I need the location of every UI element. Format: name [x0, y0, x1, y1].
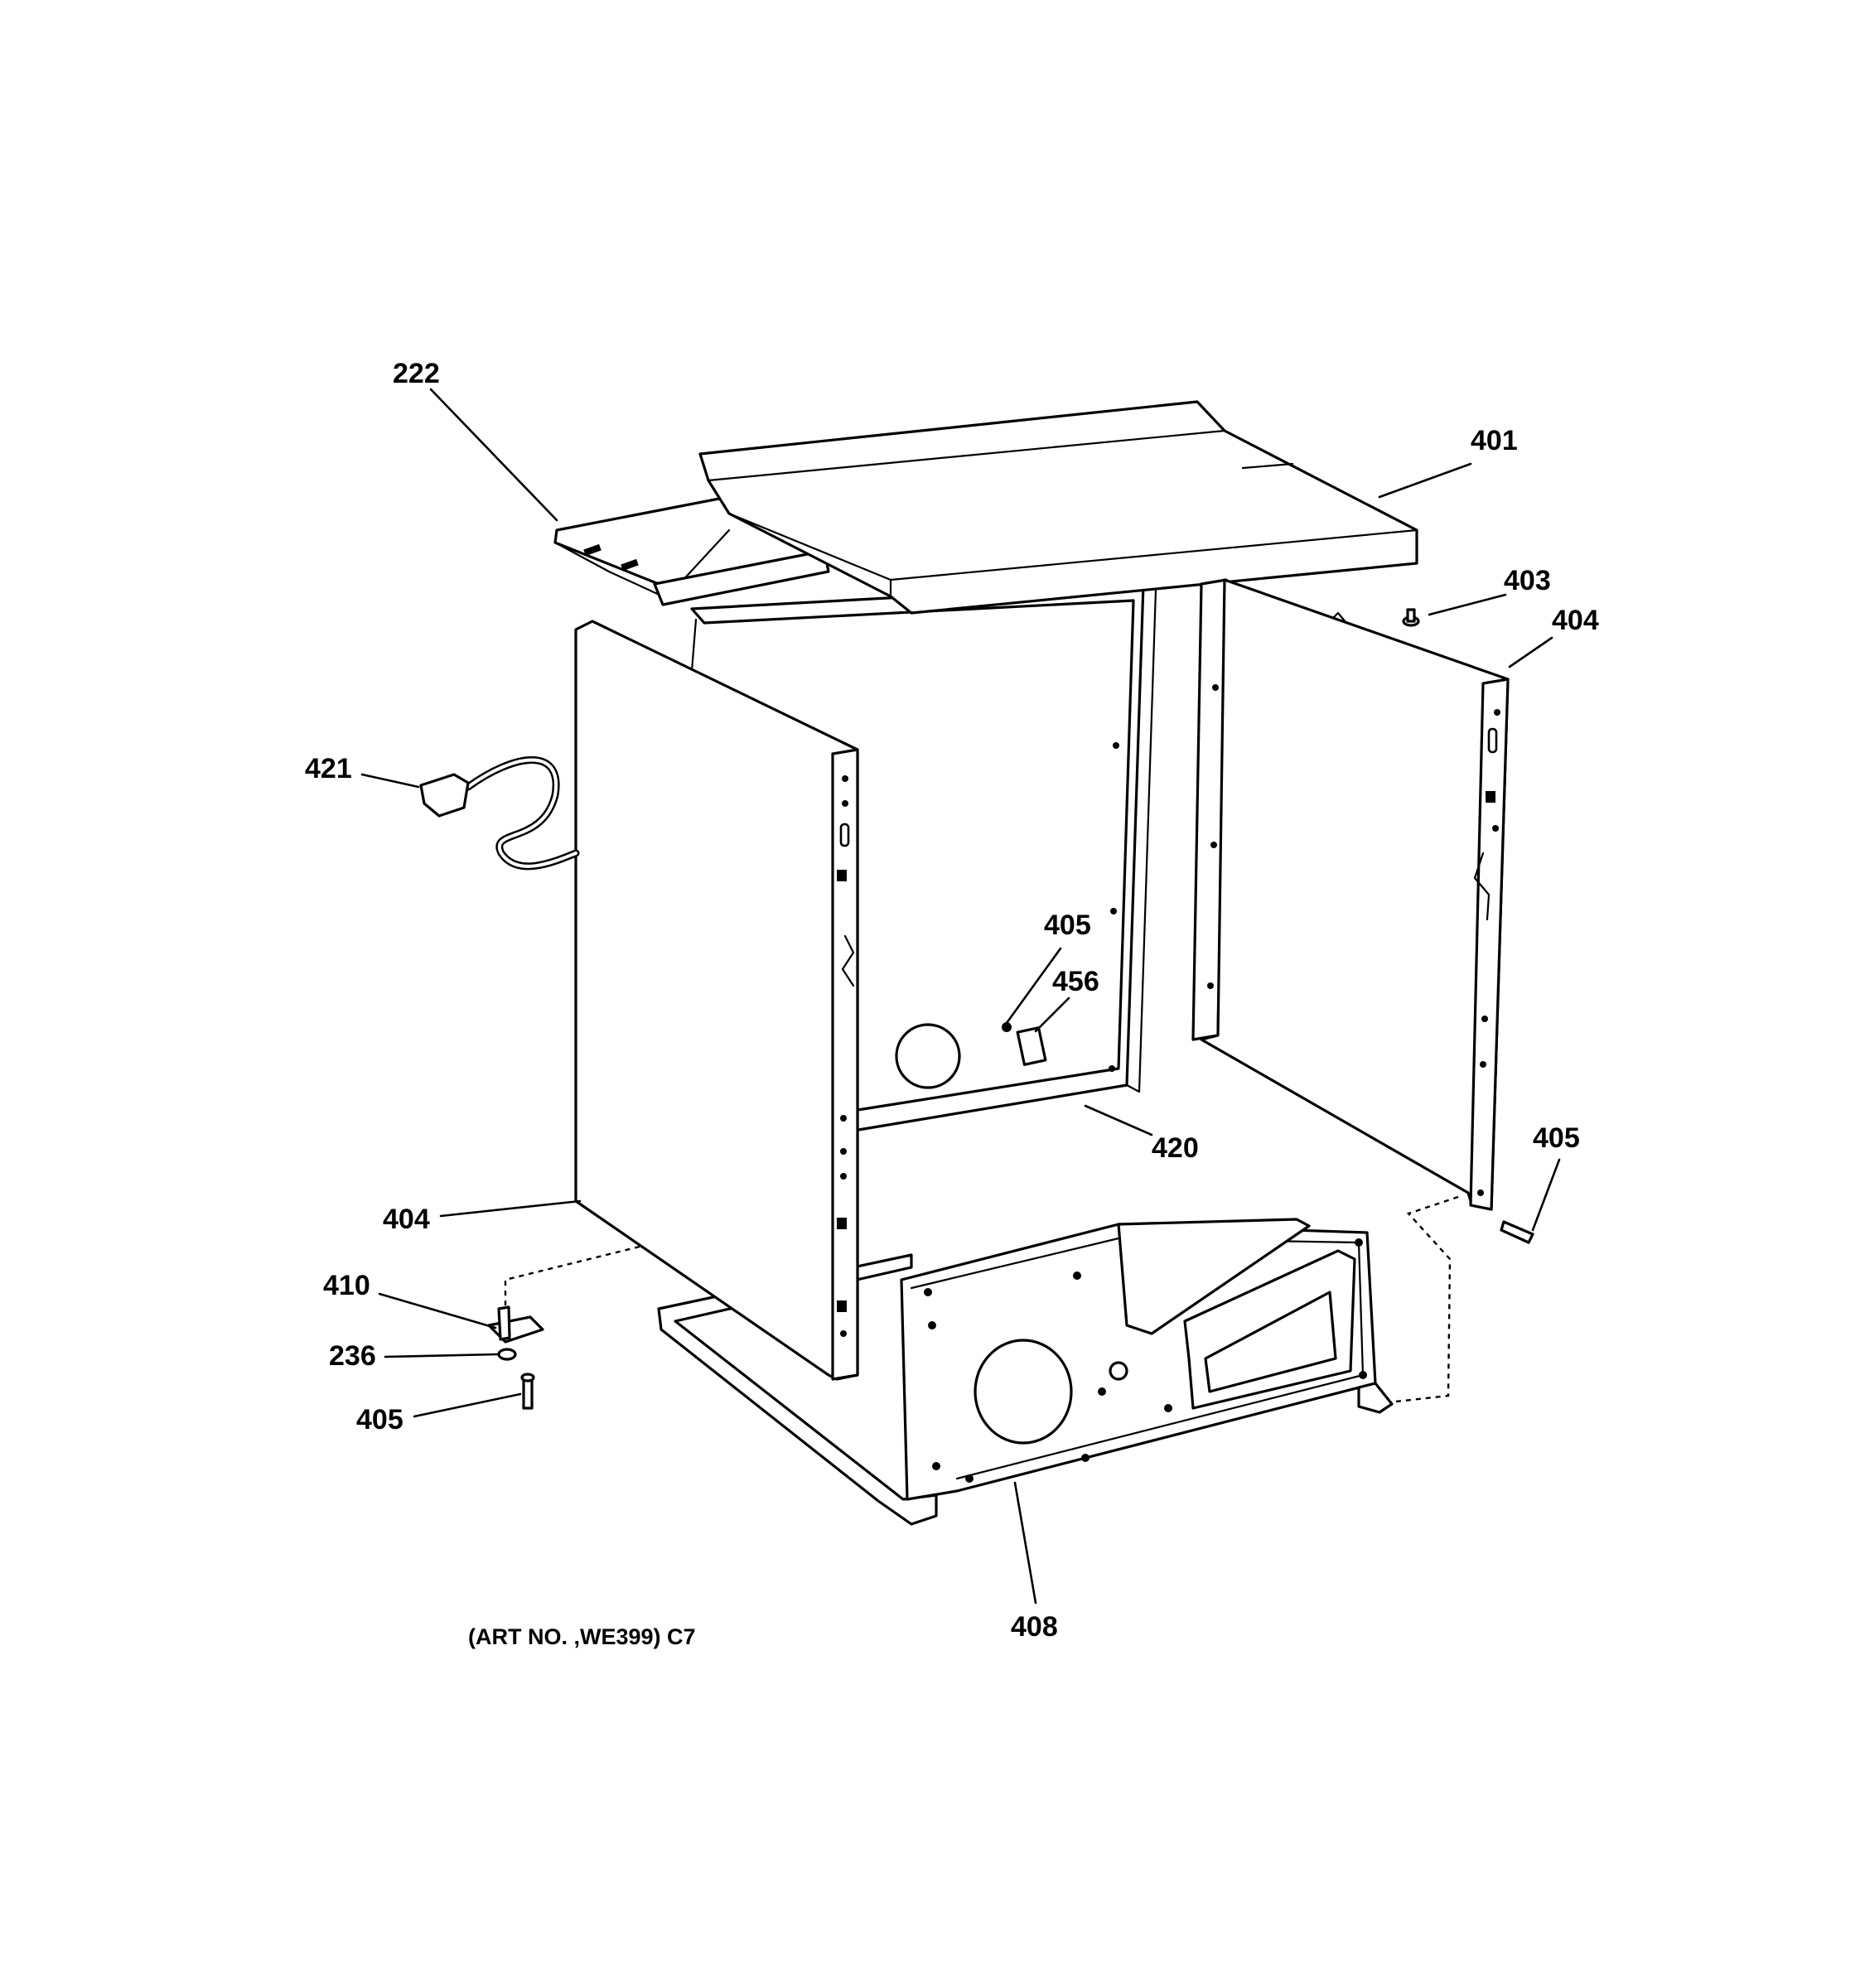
callout-405-center: 405 — [1044, 910, 1091, 941]
callout-403: 403 — [1504, 565, 1551, 596]
callout-421: 421 — [305, 753, 352, 784]
callout-410: 410 — [323, 1270, 370, 1301]
callout-404-right: 404 — [1552, 605, 1599, 636]
top-panel-part — [698, 400, 1418, 615]
screw-405-left — [520, 1373, 535, 1410]
power-plug — [419, 773, 470, 818]
callout-405-left: 405 — [356, 1404, 403, 1436]
callout-456: 456 — [1052, 966, 1099, 997]
screw-403 — [1402, 608, 1420, 627]
foot-236 — [497, 1348, 517, 1361]
callout-420: 420 — [1152, 1132, 1199, 1164]
bracket-part — [1016, 1026, 1047, 1066]
callout-408: 408 — [1011, 1611, 1058, 1643]
leader-lines — [360, 388, 1561, 1604]
right-side-panel-part — [1191, 578, 1510, 1211]
screw-small — [1002, 1022, 1012, 1032]
base-frame-part — [657, 1218, 1394, 1526]
alignment-line-left — [504, 1245, 640, 1309]
left-side-panel-part — [574, 620, 859, 1381]
screw-405-right — [1500, 1220, 1534, 1244]
leveling-foot — [1357, 1382, 1394, 1414]
callout-404-left: 404 — [383, 1204, 430, 1235]
drum-opening — [974, 1339, 1073, 1445]
alignment-line-right — [1395, 1195, 1459, 1403]
callout-405-right: 405 — [1533, 1122, 1580, 1154]
vent-opening — [895, 1023, 961, 1089]
callout-222: 222 — [393, 358, 440, 389]
art-number-label: (ART NO. ,WE399) C7 — [468, 1624, 696, 1649]
callout-401: 401 — [1471, 425, 1518, 456]
leveling-leg-410 — [487, 1305, 544, 1344]
power-cord-part — [419, 756, 580, 871]
callout-236: 236 — [329, 1340, 376, 1372]
